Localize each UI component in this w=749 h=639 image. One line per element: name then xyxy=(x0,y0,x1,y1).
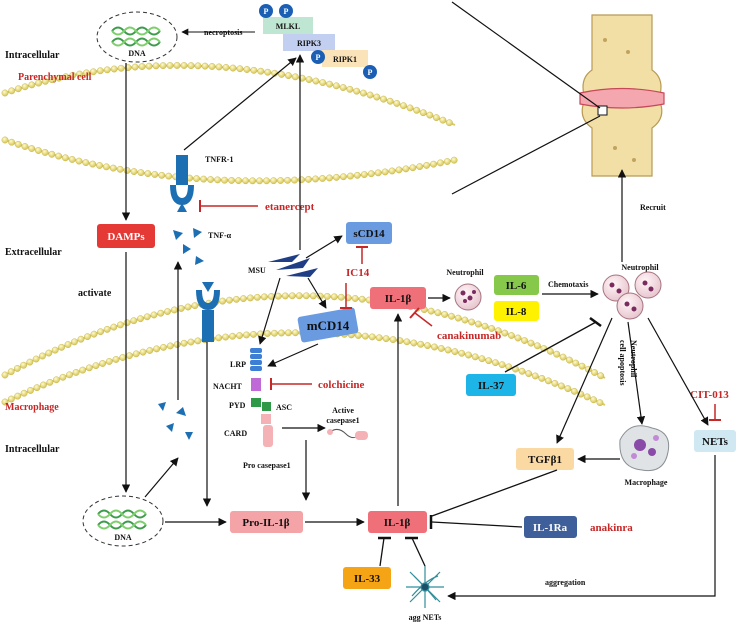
ripk1-label: RIPK1 xyxy=(333,55,357,64)
pyd-domain-icon xyxy=(251,398,261,407)
tgfb1-label: TGFβ1 xyxy=(528,454,562,466)
card-procaspase-icon xyxy=(261,414,273,447)
macrophage-cell-label: Macrophage xyxy=(625,478,668,487)
label-intracellular-bottom: Intracellular xyxy=(5,444,60,455)
active-casepase-icon xyxy=(327,428,368,440)
label-activate: activate xyxy=(78,288,112,299)
agg-nets-label: agg NETs xyxy=(409,613,442,622)
label-intracellular-top: Intracellular xyxy=(5,50,60,61)
asc-label: ASC xyxy=(276,403,292,412)
il33-label: IL-33 xyxy=(354,573,381,585)
tnfr1-label: TNFR-1 xyxy=(205,155,233,164)
il8-label: IL-8 xyxy=(506,306,527,318)
cit013-label: CIT-013 xyxy=(690,389,729,401)
tnf-alpha-label: TNF-α xyxy=(208,231,232,240)
damps-label: DAMPs xyxy=(107,231,145,243)
anakinra-label: anakinra xyxy=(590,522,633,534)
scd14-label: sCD14 xyxy=(353,228,385,240)
neutrophil-cluster-icon xyxy=(602,271,662,320)
mlkl-box xyxy=(263,17,313,34)
tgfb1-box xyxy=(516,448,574,470)
macrophage-cell-icon xyxy=(619,425,670,472)
neutrophil-mid-icon xyxy=(454,283,482,311)
svg-text:P: P xyxy=(264,7,269,16)
msu-label: MSU xyxy=(248,266,266,275)
ic14-label: IC14 xyxy=(346,267,370,279)
ripk1-box xyxy=(322,50,368,67)
svg-text:P: P xyxy=(316,53,321,62)
colchicine-label: colchicine xyxy=(318,379,365,391)
card-label: CARD xyxy=(224,429,247,438)
aggregation-label: aggregation xyxy=(545,578,586,587)
inhibition-lines xyxy=(378,316,602,567)
svg-text:P: P xyxy=(284,7,289,16)
etanercept-label: etanercept xyxy=(265,201,315,213)
mcd14-label: mCD14 xyxy=(307,318,350,333)
agg-nets-icon xyxy=(406,566,444,608)
il8-box xyxy=(494,301,539,321)
dna-bottom-label: DNA xyxy=(114,533,132,542)
phosphate-icons: P P P P xyxy=(259,4,377,79)
canakinumab-label: canakinumab xyxy=(437,330,501,342)
il6-label: IL-6 xyxy=(506,280,527,292)
ripk3-label: RIPK3 xyxy=(297,39,321,48)
lrp-domain-icon xyxy=(250,348,262,371)
label-extracellular: Extracellular xyxy=(5,247,62,258)
il37-box xyxy=(466,374,516,396)
msu-crystal-icon xyxy=(268,254,318,277)
label-parenchymal-cell: Parenchymal cell xyxy=(18,72,92,83)
pro-il1b-label: Pro-IL-1β xyxy=(242,517,289,529)
neutrophil-apoptosis-label-2: cell apoptosis xyxy=(618,340,627,386)
dna-top-icon xyxy=(111,26,161,47)
il1b-bottom-label: IL-1β xyxy=(384,517,411,529)
active-casepase-label-2: casepase1 xyxy=(326,416,359,425)
dna-top-nucleus xyxy=(96,11,178,63)
macrophage-receptor-icon xyxy=(196,282,220,342)
il1b-bottom-box xyxy=(368,511,427,533)
dna-top-label: DNA xyxy=(128,49,146,58)
nacht-label: NACHT xyxy=(213,382,243,391)
il1ra-box xyxy=(524,516,577,538)
label-macrophage: Macrophage xyxy=(5,402,59,413)
recruit-label: Recruit xyxy=(640,203,666,212)
damps-box xyxy=(97,224,155,248)
lrp-label: LRP xyxy=(230,360,246,369)
il37-label: IL-37 xyxy=(478,380,505,392)
il1ra-label: IL-1Ra xyxy=(533,522,568,534)
pathway-arrows xyxy=(121,54,716,601)
nets-box xyxy=(694,430,736,452)
chemotaxis-label: Chemotaxis xyxy=(548,280,588,289)
nacht-domain-icon xyxy=(251,378,261,391)
tnf-alpha-icon xyxy=(158,203,204,440)
scd14-box xyxy=(346,222,392,244)
knee-joint-icon xyxy=(579,14,665,177)
ripk3-box xyxy=(283,34,335,51)
pro-il1b-box xyxy=(230,511,303,533)
dna-bottom-nucleus xyxy=(82,495,164,547)
mcd14-box xyxy=(297,307,359,343)
il6-box xyxy=(494,275,539,295)
mlkl-label: MLKL xyxy=(276,22,300,31)
tnfr1-receptor-icon xyxy=(170,155,194,205)
active-casepase-label-1: Active xyxy=(332,406,354,415)
neutrophil-right-label: Neutrophil xyxy=(621,263,659,272)
il1b-top-box xyxy=(370,287,426,309)
dna-bottom-icon xyxy=(97,509,147,530)
asc-domain-icon xyxy=(262,402,271,411)
pro-casepase-label: Pro casepase1 xyxy=(243,461,291,470)
il33-box xyxy=(343,567,391,589)
pyd-label: PYD xyxy=(229,401,246,410)
svg-text:P: P xyxy=(368,68,373,77)
il1b-top-label: IL-1β xyxy=(385,293,412,305)
neutrophil-mid-label: Neutrophil xyxy=(446,268,484,277)
nets-label: NETs xyxy=(702,436,729,448)
